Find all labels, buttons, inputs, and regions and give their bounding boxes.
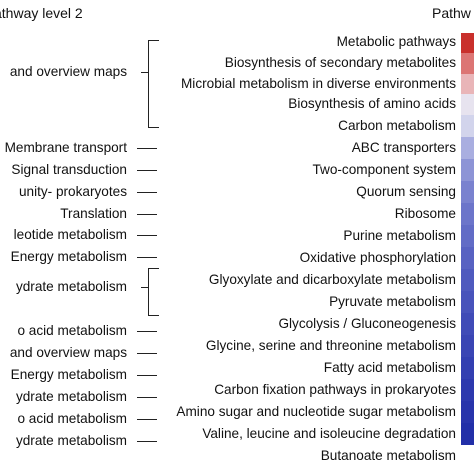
color-bar-cell <box>461 291 474 313</box>
pathway-label: Oxidative phosphorylation <box>299 250 456 265</box>
connector-dash <box>137 375 157 377</box>
pathway-label: Glycine, serine and threonine metabolism <box>205 338 456 353</box>
color-bar-cell <box>461 225 474 247</box>
connector-dash <box>137 441 157 443</box>
pathway-label: Metabolic pathways <box>336 34 456 49</box>
connector-dash <box>137 214 157 216</box>
connector-dash <box>137 148 157 150</box>
connector-dash <box>137 170 157 172</box>
level2-label: ydrate metabolism <box>15 389 127 404</box>
color-bar-cell <box>461 94 474 115</box>
connector-dash <box>137 419 157 421</box>
color-bar-cell <box>461 379 474 401</box>
pathway-label: Butanoate metabolism <box>320 448 456 463</box>
color-bar <box>461 33 474 445</box>
color-bar-cell <box>461 203 474 225</box>
color-bar-cell <box>461 357 474 379</box>
header-pathway: Pathw <box>432 5 471 21</box>
pathway-label: Amino sugar and nucleotide sugar metabol… <box>176 404 456 419</box>
header-pathway-level-2: athway level 2 <box>0 5 83 21</box>
pathway-label: Biosynthesis of amino acids <box>288 96 456 111</box>
level2-label: ydrate metabolism <box>15 279 127 294</box>
color-bar-cell <box>461 73 474 94</box>
color-bar-cell <box>461 247 474 269</box>
level2-label: and overview maps <box>9 64 127 79</box>
pathway-label: Quorum sensing <box>356 184 456 199</box>
pathway-label: Microbial metabolism in diverse environm… <box>180 76 456 91</box>
level2-label: Translation <box>60 206 127 221</box>
level2-label: o acid metabolism <box>17 323 127 338</box>
connector-dash <box>137 331 157 333</box>
level2-label: ydrate metabolism <box>15 433 127 448</box>
pathway-label: Carbon metabolism <box>338 118 456 133</box>
level2-label: leotide metabolism <box>13 227 127 242</box>
color-bar-cell <box>461 313 474 335</box>
pathway-label: Two-component system <box>312 162 456 177</box>
level2-label: o acid metabolism <box>17 411 127 426</box>
connector-dash <box>137 235 157 237</box>
color-bar-cell <box>461 335 474 357</box>
pathway-label: Ribosome <box>394 206 456 221</box>
color-bar-cell <box>461 401 474 423</box>
pathway-label: Biosynthesis of secondary metabolites <box>224 55 456 70</box>
level2-label: and overview maps <box>9 345 127 360</box>
pathway-label: Fatty acid metabolism <box>323 360 456 375</box>
color-bar-cell <box>461 181 474 203</box>
connector-dash <box>137 257 157 259</box>
color-bar-cell <box>461 115 474 137</box>
pathway-label: ABC transporters <box>351 140 456 155</box>
pathway-label: Purine metabolism <box>343 228 456 243</box>
level2-label: Signal transduction <box>11 162 127 177</box>
connector-dash <box>137 192 157 194</box>
pathway-label: Valine, leucine and isoleucine degradati… <box>202 426 456 441</box>
color-bar-cell <box>461 33 474 53</box>
connector-dash <box>137 397 157 399</box>
level2-label: unity- prokaryotes <box>18 184 127 199</box>
pathway-label: Glycolysis / Gluconeogenesis <box>278 316 456 331</box>
color-bar-cell <box>461 137 474 159</box>
level2-label: Energy metabolism <box>10 367 127 382</box>
bracket-stub <box>141 72 149 74</box>
color-bar-cell <box>461 159 474 181</box>
pathway-label: Glyoxylate and dicarboxylate metabolism <box>208 272 456 287</box>
group-bracket <box>148 268 159 316</box>
pathway-label: Carbon fixation pathways in prokaryotes <box>214 382 456 397</box>
pathway-label: Pyruvate metabolism <box>329 294 456 309</box>
bracket-stub <box>141 287 149 289</box>
group-bracket <box>148 40 159 128</box>
color-bar-cell <box>461 269 474 291</box>
level2-label: Energy metabolism <box>10 249 127 264</box>
color-bar-cell <box>461 423 474 445</box>
connector-dash <box>137 353 157 355</box>
level2-label: Membrane transport <box>4 140 127 155</box>
color-bar-cell <box>461 52 474 74</box>
